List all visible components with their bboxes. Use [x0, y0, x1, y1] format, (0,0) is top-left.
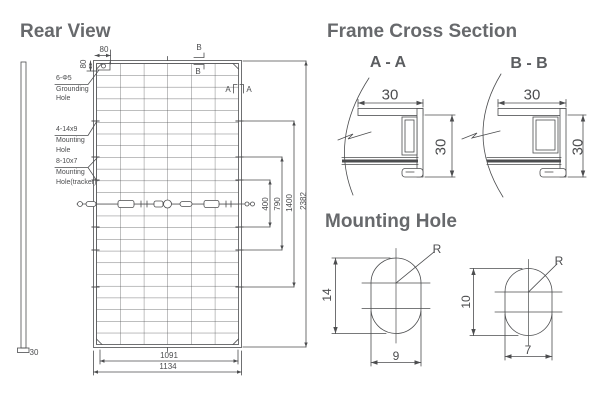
- section-marker-a-right: A: [246, 85, 252, 94]
- grounding-hole-label-spec: 6-Φ5: [56, 75, 72, 82]
- dim-1091: 1091: [160, 351, 178, 360]
- dim-30-side: 30: [29, 348, 39, 357]
- frame-cross-section-title: Frame Cross Section: [327, 21, 518, 42]
- tracker-hole-label-2: Hole(tracker): [56, 179, 97, 186]
- mounting-hole-title: Mounting Hole: [325, 211, 457, 232]
- annotation-leaders: [54, 69, 100, 182]
- small-slot-radius-label: R: [554, 254, 564, 268]
- dim-400: 400: [261, 197, 270, 211]
- grounding-hole-label-1: Grounding: [56, 85, 89, 93]
- large-slot-height-dim: 14: [320, 288, 334, 302]
- dim-1400: 1400: [285, 194, 294, 212]
- section-marker-a-left: A: [225, 85, 231, 94]
- tracker-hole-label-spec: 8-10x7: [56, 158, 78, 165]
- bb-width-dim: 30: [523, 86, 541, 104]
- rear-view-title: Rear View: [20, 21, 111, 42]
- small-slot-width-dim: 7: [524, 343, 532, 357]
- tracker-hole-label-1: Mounting: [56, 169, 85, 176]
- junction-box: [163, 199, 172, 209]
- small-slot-height-dim: 10: [459, 295, 473, 309]
- bb-height-dim: 30: [569, 138, 587, 156]
- section-aa-label: A - A: [369, 54, 407, 71]
- section-aa-profile: [337, 77, 456, 196]
- side-view-drawing: [17, 61, 30, 353]
- dim-80-left: 80: [79, 59, 88, 69]
- section-bb-profile: [461, 73, 587, 198]
- corner-dimensions: [86, 49, 111, 72]
- grounding-hole-label-2: Hole: [56, 94, 71, 102]
- vertical-dimensions: [241, 60, 308, 348]
- dim-790: 790: [273, 197, 282, 211]
- mounting-hole-label-2: Hole: [56, 147, 71, 154]
- bottom-dimensions: [93, 349, 242, 376]
- dim-80-top: 80: [99, 45, 109, 54]
- section-bb-label: B - B: [510, 55, 548, 72]
- mounting-hole-small-drawing: [469, 259, 563, 361]
- dim-2382: 2382: [299, 192, 308, 210]
- section-markers: [193, 52, 244, 94]
- mounting-hole-label-1: Mounting: [56, 137, 85, 144]
- mounting-hole-label-spec: 4-14x9: [56, 126, 78, 133]
- mounting-hole-large-drawing: [331, 248, 435, 367]
- large-slot-radius-label: R: [432, 242, 442, 256]
- cable-assembly: [76, 199, 255, 209]
- edge-hole-ticks: [91, 120, 244, 288]
- large-slot-width-dim: 9: [392, 349, 400, 363]
- grounding-corner-detail: [96, 61, 111, 71]
- section-marker-b-bottom: B: [195, 67, 201, 76]
- dim-1134: 1134: [159, 362, 177, 371]
- aa-height-dim: 30: [432, 138, 450, 156]
- section-marker-b-top: B: [196, 43, 202, 52]
- aa-width-dim: 30: [381, 86, 399, 104]
